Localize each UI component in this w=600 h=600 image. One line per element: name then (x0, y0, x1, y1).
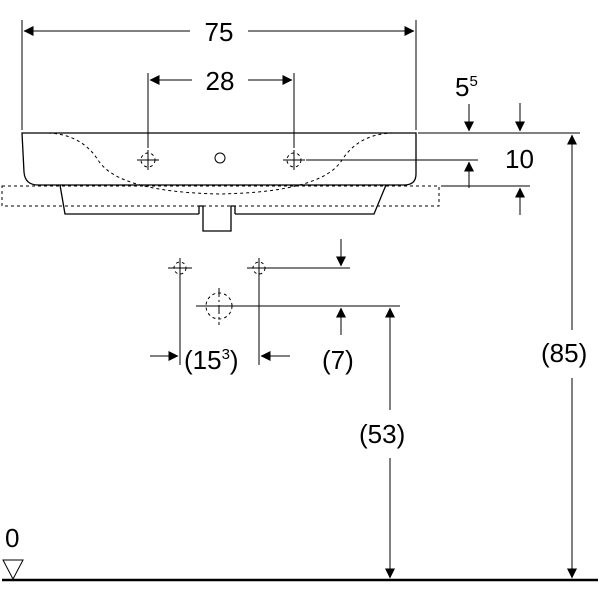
countertop-outline (1, 185, 440, 207)
waste-height-label: (53) (359, 419, 405, 449)
inner-bowl-outline (41, 132, 399, 195)
supply-spacing-close: ) (230, 345, 239, 375)
floor-level-symbol (2, 559, 24, 581)
rim-thickness-base: 5 (455, 72, 469, 102)
overall-height-label: (85) (541, 338, 587, 368)
overflow-hole (214, 152, 226, 164)
dimension-lines (23, 26, 577, 579)
basin-outline (21, 132, 417, 232)
overall-width-label: 75 (205, 17, 234, 47)
waste-offset-label: (7) (322, 345, 354, 375)
basin-depth-label: 10 (505, 144, 534, 174)
floor-level-label: 0 (5, 523, 19, 553)
supply-spacing-base: (15 (184, 345, 222, 375)
tap-hole-spacing-label: 28 (206, 66, 235, 96)
supply-connections (168, 258, 272, 325)
rim-thickness-sup: 5 (469, 73, 477, 90)
extension-lines (21, 20, 580, 365)
rim-thickness-label: 55 (455, 72, 478, 102)
supply-spacing-sup: 3 (222, 346, 230, 363)
supply-spacing-label: (153) (184, 345, 239, 375)
tap-holes (137, 150, 305, 170)
